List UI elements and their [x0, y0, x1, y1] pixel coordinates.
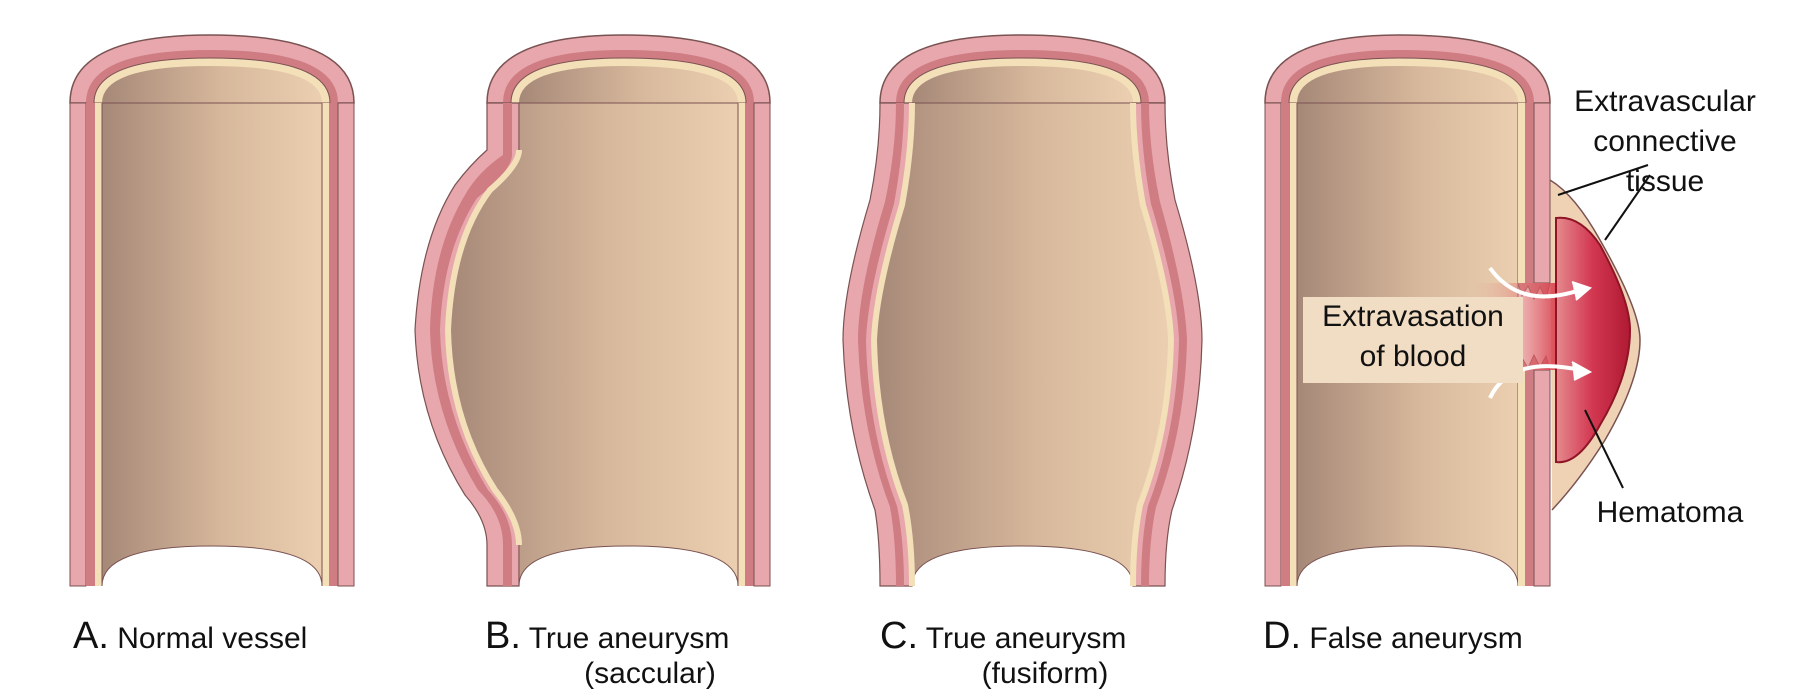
caption-c-subtitle: (fusiform) [981, 657, 1109, 690]
extravasation-line-2: of blood [1359, 340, 1467, 373]
extravascular-line-3: tissue [1625, 165, 1705, 198]
vessel-saccular [414, 34, 771, 587]
extravasation-line-1: Extravasation [1322, 300, 1504, 333]
extravascular-label: Extravascular connective tissue [1560, 82, 1770, 202]
caption-c-letter: C. [880, 615, 918, 657]
extravasation-label: Extravasation of blood [1303, 297, 1523, 383]
caption-c: C. True aneurysm (fusiform) [880, 615, 1170, 690]
extravascular-line-1: Extravascular [1574, 85, 1756, 118]
caption-b-subtitle: (saccular) [584, 657, 716, 690]
extravascular-line-2: connective [1593, 125, 1737, 158]
caption-a: A. Normal vessel [73, 615, 308, 657]
caption-a-title: Normal vessel [117, 622, 308, 655]
caption-a-letter: A. [73, 615, 109, 657]
caption-d: D. False aneurysm [1263, 615, 1523, 657]
caption-b: B. True aneurysm (saccular) [485, 615, 775, 690]
caption-d-title: False aneurysm [1309, 622, 1523, 655]
vessel-normal [69, 34, 355, 587]
vessel-fusiform [842, 34, 1203, 587]
caption-c-title: True aneurysm [925, 622, 1127, 655]
caption-d-letter: D. [1263, 615, 1301, 657]
hematoma-shape [1555, 216, 1632, 464]
hematoma-label: Hematoma [1596, 496, 1744, 529]
caption-b-letter: B. [485, 615, 521, 657]
caption-b-title: True aneurysm [528, 622, 730, 655]
